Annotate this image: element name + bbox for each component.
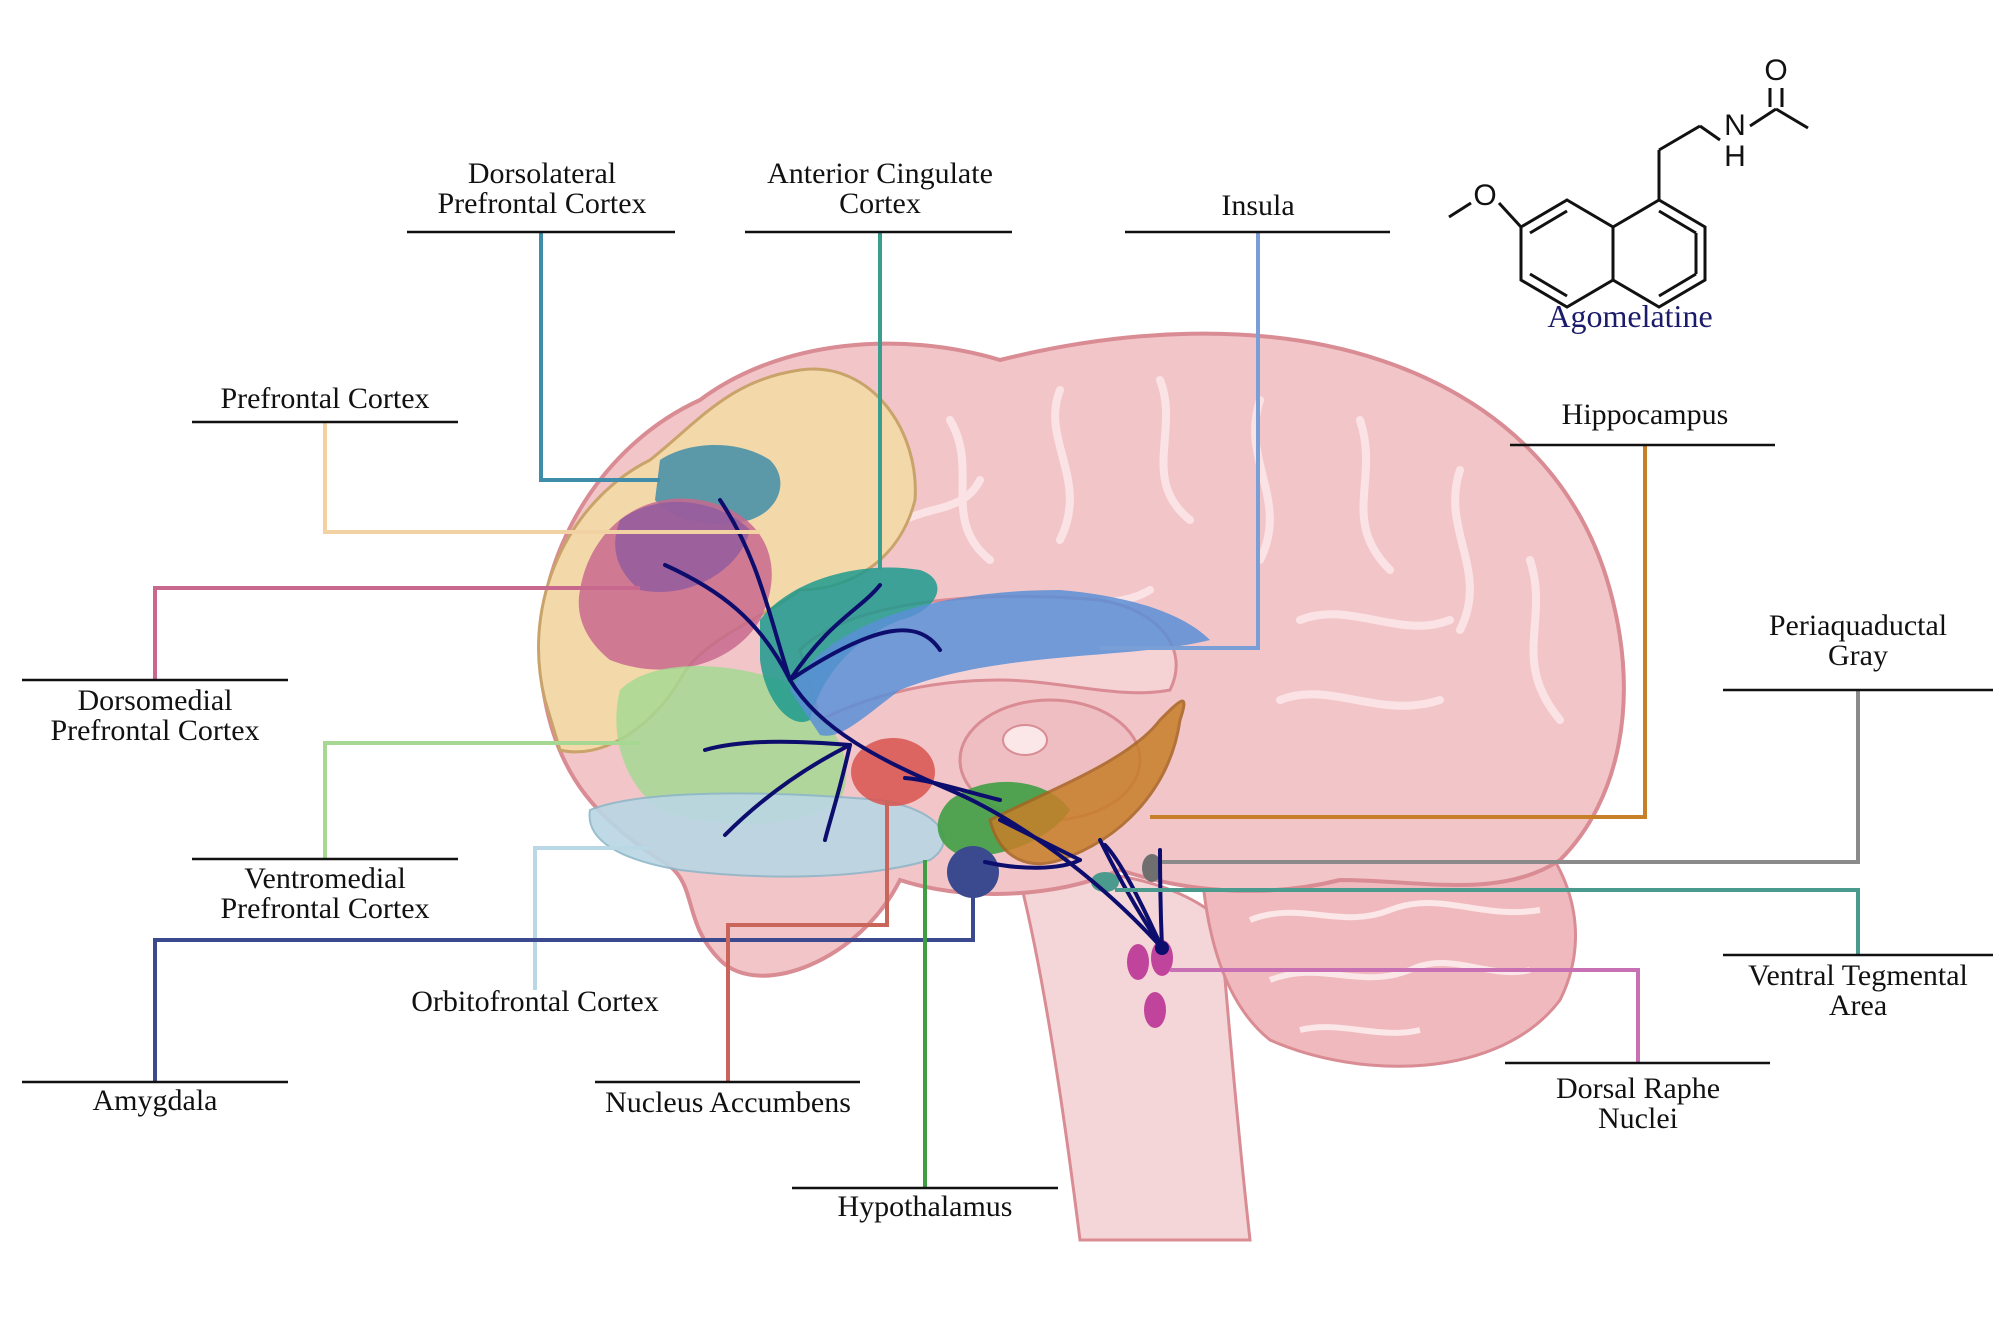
nitrogen-atom: N [1724,109,1746,142]
label-text-dmpfc-1: Prefrontal Cortex [50,714,259,747]
leader-line-pfc [323,422,760,534]
serotonergic-projections [663,498,1164,950]
region-pag [1142,854,1162,882]
label-text-pag-0: Periaquaductal [1769,609,1947,642]
brainstem [1018,870,1252,1242]
label-text-nacc-0: Nucleus Accumbens [605,1086,851,1119]
leader-line-dlpfc [539,232,660,482]
label-hypothalamus: Hypothalamus [792,860,1058,1223]
label-pfc: Prefrontal Cortex [192,382,760,534]
label-text-hypothalamus-0: Hypothalamus [838,1190,1013,1223]
leader-line-vta [1115,888,1860,955]
label-text-hippocampus-0: Hippocampus [1562,398,1729,431]
label-text-vta-1: Area [1829,989,1887,1022]
label-text-ofc-0: Orbitofrontal Cortex [411,985,658,1018]
region-nacc [851,738,935,806]
carbonyl-oxygen-atom: O [1764,54,1787,87]
label-text-vta-0: Ventral Tegmental [1748,959,1968,992]
label-text-acc-0: Anterior Cingulate [767,157,993,190]
methoxy-oxygen-atom: O [1473,179,1496,212]
raphe-origin-dot [1155,941,1169,955]
label-text-dlpfc-1: Prefrontal Cortex [437,187,646,220]
leader-line-ofc [533,846,650,990]
region-ofc [588,792,945,878]
label-text-drn-1: Nuclei [1598,1102,1678,1135]
leader-line-vmpfc [323,741,640,859]
leader-line-amygdala [153,895,975,1082]
region-drn-1 [1127,944,1149,980]
label-text-pag-1: Gray [1828,639,1888,672]
label-text-dlpfc-0: Dorsolateral [468,157,616,190]
leader-line-dmpfc [153,586,640,680]
leader-line-pag [1162,690,1860,864]
label-insula: Insula [1100,189,1390,650]
region-drn-3 [1144,992,1166,1028]
leader-line-hippocampus [1150,445,1647,819]
label-text-vmpfc-1: Prefrontal Cortex [220,892,429,925]
leader-line-nacc [726,800,889,1082]
label-nacc: Nucleus Accumbens [595,800,889,1119]
label-text-pfc-0: Prefrontal Cortex [220,382,429,415]
hydrogen-atom: H [1724,140,1746,173]
label-text-drn-0: Dorsal Raphe [1556,1072,1720,1105]
label-text-vmpfc-0: Ventromedial [244,862,406,895]
label-text-dmpfc-0: Dorsomedial [78,684,233,717]
label-text-acc-1: Cortex [839,187,921,220]
region-amygdala [947,846,999,898]
agomelatine-structure [1448,88,1809,309]
drug-name: Agomelatine [1547,298,1712,334]
label-text-insula-0: Insula [1221,189,1294,222]
label-text-amygdala-0: Amygdala [93,1084,218,1117]
label-ofc: Orbitofrontal Cortex [411,846,659,1018]
label-amygdala: Amygdala [22,895,975,1117]
leader-line-drn [1170,968,1640,1063]
leader-line-insula [1100,232,1260,650]
region-insula [790,590,1210,736]
region-hippocampus [988,699,1186,866]
label-hippocampus: Hippocampus [1150,398,1775,819]
